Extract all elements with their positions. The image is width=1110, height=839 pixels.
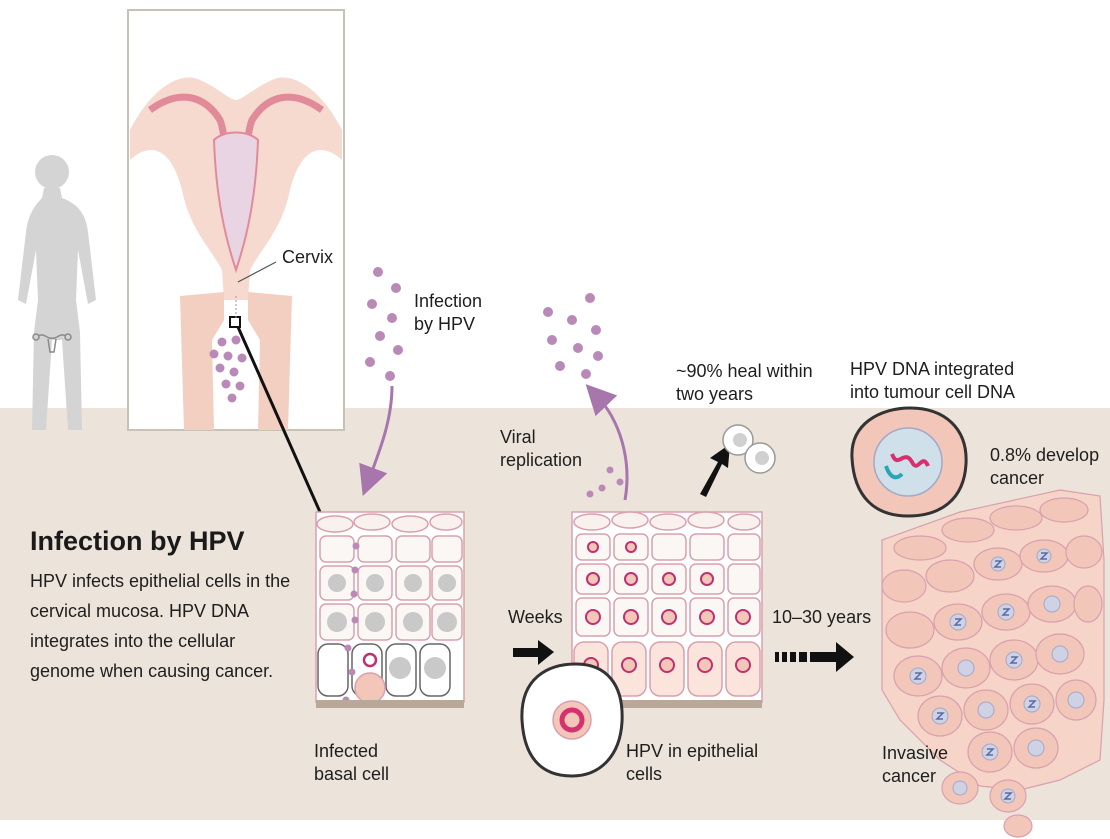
- develop-cancer-label: 0.8% develop cancer: [990, 444, 1108, 490]
- magnified-epithelial-cell: [522, 664, 622, 776]
- basement-membrane-1: [316, 700, 464, 708]
- tumour-cell: [852, 408, 966, 516]
- cervix-label: Cervix: [282, 246, 333, 269]
- virus-particles-infection: [365, 267, 403, 381]
- hpv-epithelial-label: HPV in epithelial cells: [626, 740, 766, 786]
- invasive-cancer-label: Invasive cancer: [882, 742, 962, 788]
- viral-replication-label: Viral replication: [500, 426, 596, 472]
- panel-description: HPV infects epithelial cells in the cerv…: [30, 566, 300, 686]
- woman-silhouette-icon: [18, 155, 96, 430]
- infected-basal-cell-label: Infected basal cell: [314, 740, 414, 786]
- years-label: 10–30 years: [772, 606, 871, 629]
- infection-label: Infection by HPV: [414, 290, 498, 336]
- weeks-label: Weeks: [508, 606, 563, 629]
- integrated-dna-label: HPV DNA integrated into tumour cell DNA: [850, 358, 1030, 404]
- heal-label: ~90% heal within two years: [676, 360, 816, 406]
- uterus-inset: [128, 10, 344, 430]
- panel-title: Infection by HPV: [30, 526, 245, 557]
